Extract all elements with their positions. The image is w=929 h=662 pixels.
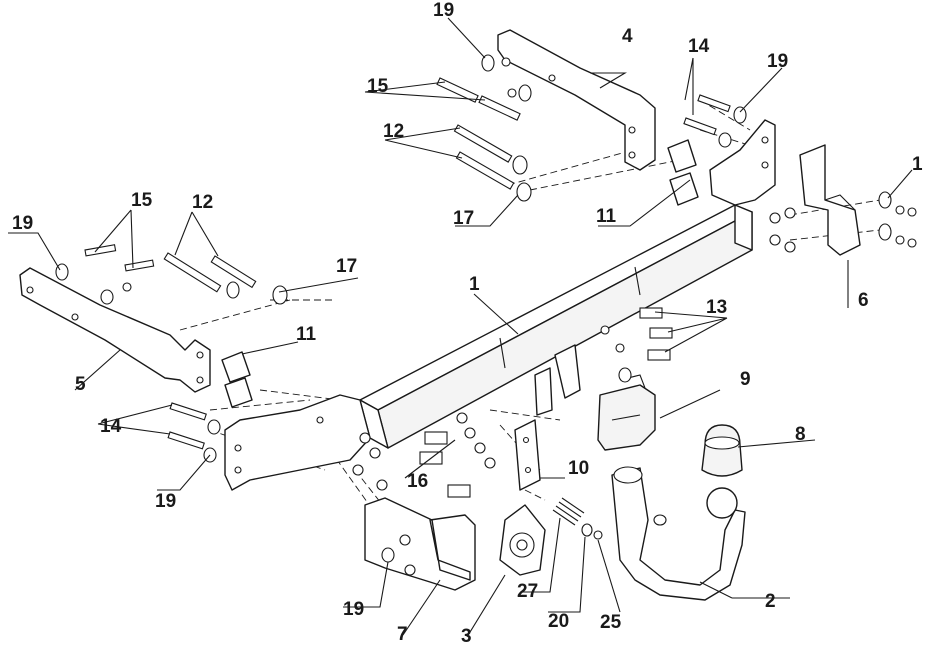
label-part-17-top: 17	[453, 208, 474, 229]
label-part-11-right: 11	[596, 206, 617, 227]
label-part-9: 9	[740, 369, 751, 390]
label-part-25: 25	[600, 612, 622, 633]
right-mount-bracket	[709, 119, 776, 206]
crossbar-part-1	[359, 204, 753, 449]
label-part-12-top: 12	[383, 121, 404, 142]
label-part-16: 16	[407, 471, 428, 492]
clamp-part-7	[364, 497, 476, 591]
label-part-8: 8	[795, 424, 806, 445]
hardware-bolts	[84, 77, 731, 498]
label-part-12-left: 12	[192, 192, 213, 213]
label-part-15-left: 15	[131, 190, 153, 211]
label-part-19-bottom: 19	[343, 599, 364, 620]
label-part-20: 20	[548, 611, 569, 632]
label-part-27: 27	[517, 581, 538, 602]
label-part-19-left: 19	[12, 213, 33, 234]
label-part-10: 10	[568, 458, 589, 479]
callout-labels: 1 2 3 4 5 6 7 8 9 10 11 11 12 12 13 14 1…	[12, 0, 923, 647]
label-part-14-left: 14	[100, 416, 122, 437]
label-part-14-right: 14	[688, 36, 710, 57]
spring-part-27	[552, 497, 585, 526]
label-part-5: 5	[75, 374, 86, 395]
socket-plate-part-10	[514, 419, 541, 491]
label-part-19-bottom-left: 19	[155, 491, 176, 512]
label-part-17-left: 17	[336, 256, 357, 277]
label-part-4: 4	[622, 26, 633, 47]
left-mount-bracket	[224, 394, 371, 491]
label-part-6: 6	[858, 290, 869, 311]
label-part-19-top: 19	[433, 0, 454, 21]
label-part-13: 13	[706, 297, 727, 318]
label-part-15-top: 15	[367, 76, 389, 97]
label-part-19-far-right: 1	[912, 154, 923, 175]
label-part-2: 2	[765, 591, 776, 612]
side-arm-left-part-5	[19, 267, 211, 393]
hardware-nuts	[122, 57, 917, 576]
center-brackets	[534, 344, 581, 416]
leader-lines	[8, 17, 913, 638]
label-part-1: 1	[469, 274, 480, 295]
socket-part-9	[597, 374, 656, 451]
label-part-7: 7	[397, 624, 408, 645]
spacers-part-11	[221, 139, 699, 408]
label-part-19-right: 19	[767, 51, 788, 72]
label-part-11-left: 11	[296, 324, 317, 345]
electric-plate-part-3	[499, 504, 546, 576]
label-part-3: 3	[461, 626, 472, 647]
towball-neck-part-2	[611, 466, 746, 601]
ball-cover-part-8	[701, 424, 743, 519]
clamp-part-6	[799, 144, 861, 256]
